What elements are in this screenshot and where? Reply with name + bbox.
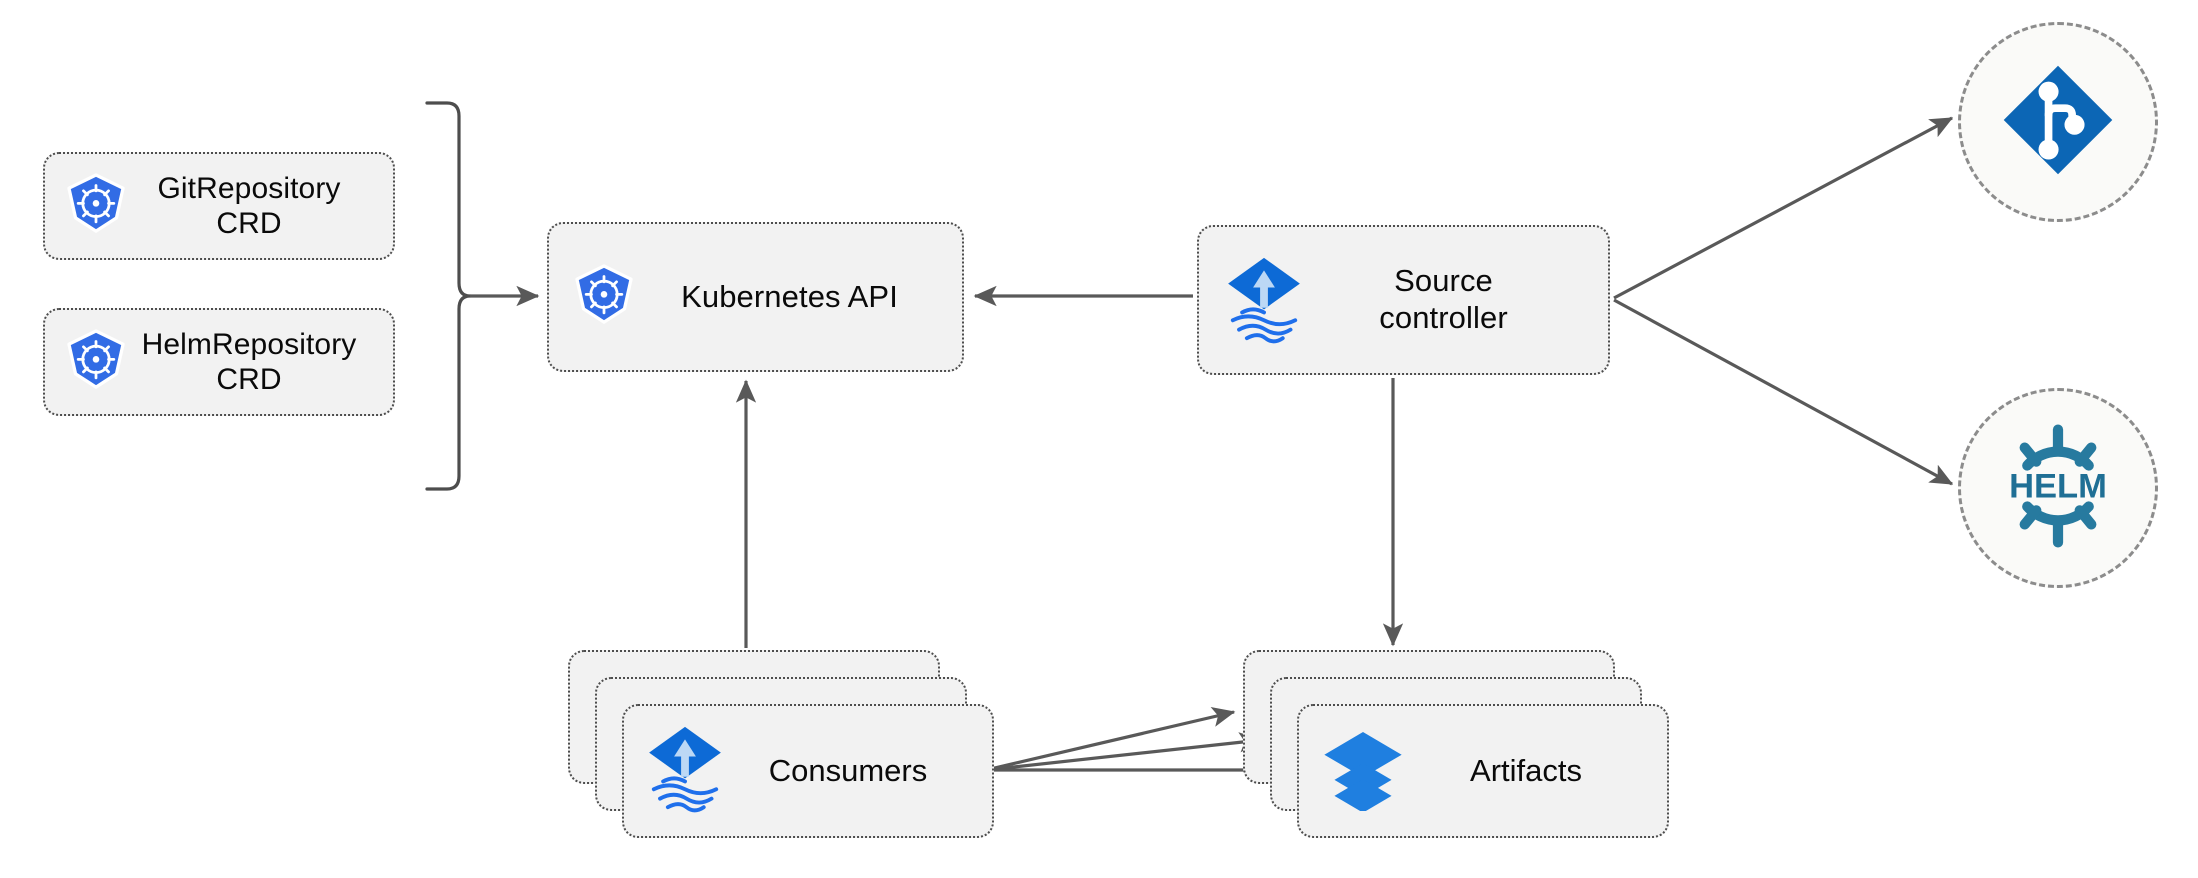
kubernetes-icon: [63, 329, 129, 395]
helm-wheel-icon: HELM: [1994, 422, 2122, 555]
stack-card-front[interactable]: Consumers: [622, 704, 994, 838]
crd-card-gitrepository[interactable]: GitRepository CRD: [43, 152, 395, 260]
crd-group-brace: [425, 101, 472, 491]
node-kubernetes-api[interactable]: Kubernetes API: [547, 222, 964, 372]
helm-wordmark: HELM: [2009, 467, 2107, 505]
crd-card-helmrepository[interactable]: HelmRepository CRD: [43, 308, 395, 416]
node-label: Source controller: [1379, 263, 1508, 335]
node-label: Kubernetes API: [681, 278, 898, 314]
stack-card-front[interactable]: Artifacts: [1297, 704, 1669, 838]
external-git-repository[interactable]: [1958, 22, 2158, 222]
node-label: Consumers: [768, 753, 928, 788]
edge-source-controller-to-git: [1613, 116, 1954, 300]
kubernetes-icon: [571, 264, 637, 330]
node-source-controller[interactable]: Source controller: [1197, 225, 1610, 375]
git-icon: [1999, 61, 2117, 184]
edge-consumers-to-artifacts-2: [985, 732, 1263, 772]
kubernetes-icon: [63, 173, 129, 239]
external-helm-repository[interactable]: HELM: [1958, 388, 2158, 588]
edge-source-controller-to-helm: [1613, 298, 1954, 486]
node-label: Artifacts: [1470, 753, 1582, 788]
edge-consumers-to-artifacts-1: [985, 707, 1236, 772]
flux-icon: [1225, 256, 1303, 344]
flux-icon: [646, 725, 724, 818]
crd-card-label: GitRepository CRD: [157, 171, 341, 240]
layers-icon: [1321, 727, 1405, 816]
crd-card-label: HelmRepository CRD: [141, 327, 357, 396]
